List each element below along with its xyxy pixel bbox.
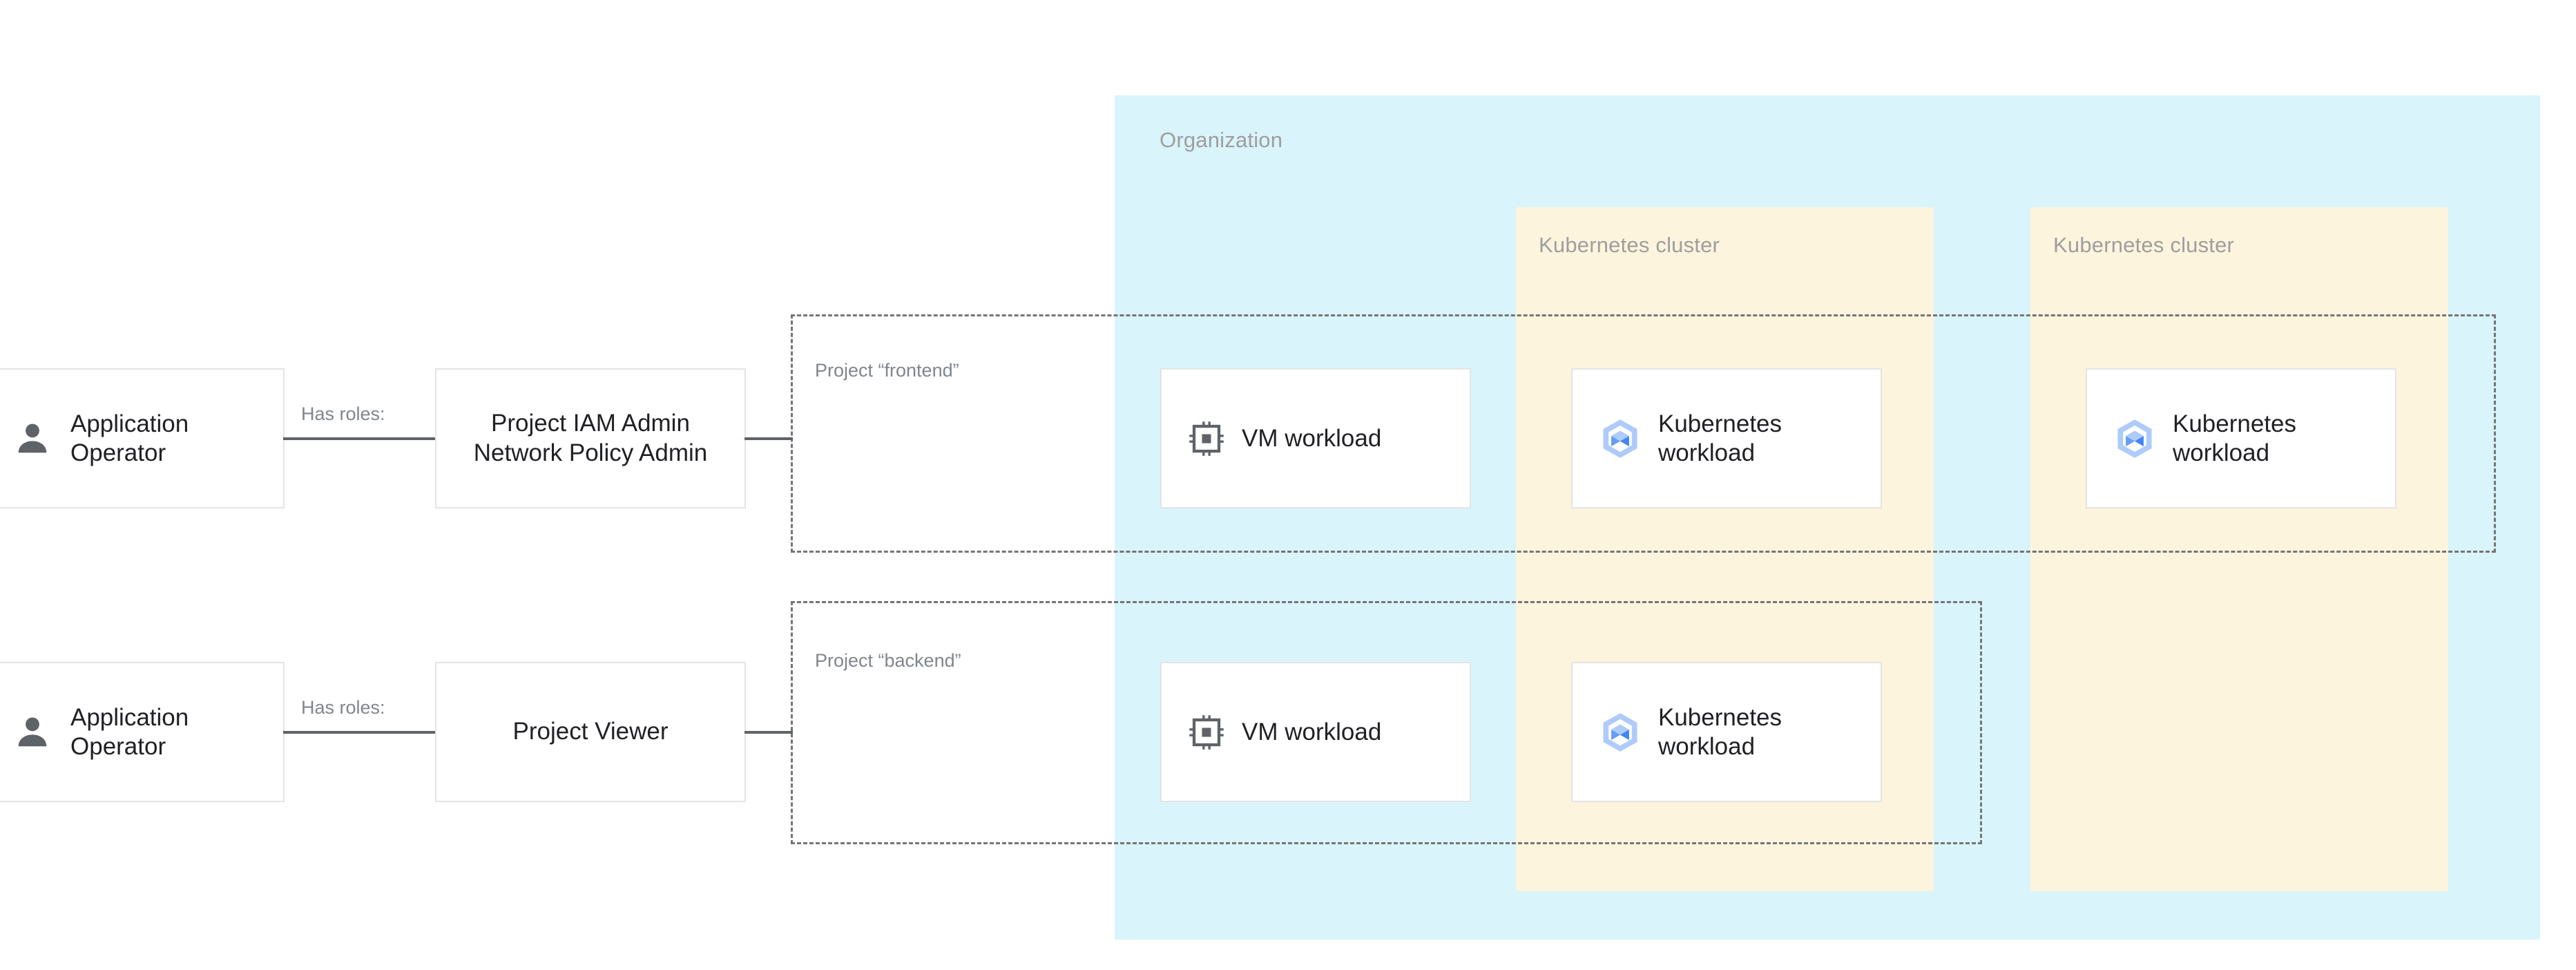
role-card-row-2[interactable]: Project Viewer: [435, 662, 746, 802]
connector-role-to-project-row-2: [744, 731, 793, 734]
organization-label: Organization: [1160, 128, 1283, 152]
connector-user-to-role-row-2: [283, 731, 436, 734]
person-icon: [18, 423, 47, 453]
person-icon: [18, 716, 47, 746]
user-card-label-row-2: Application Operator: [70, 704, 189, 760]
connector-label-row-1: Has roles:: [301, 403, 385, 424]
cpu-chip-icon: [1189, 421, 1224, 456]
vm-workload-card-frontend[interactable]: VM workload: [1160, 368, 1471, 508]
vm-workload-label-backend: VM workload: [1242, 718, 1382, 745]
kubernetes-workload-label-frontend-cluster1: Kubernetes workload: [1658, 410, 1782, 466]
role-card-label-row-1: Project IAM Admin Network Policy Admin: [473, 409, 708, 466]
kubernetes-workload-card-frontend-cluster2[interactable]: Kubernetes workload: [2086, 368, 2396, 508]
kubernetes-workload-card-backend-cluster1[interactable]: Kubernetes workload: [1571, 662, 1882, 802]
kubernetes-icon: [1603, 419, 1637, 458]
connector-role-to-project-row-1: [744, 437, 793, 440]
user-card-label-row-1: Application Operator: [70, 410, 189, 466]
kubernetes-workload-label-backend-cluster1: Kubernetes workload: [1658, 704, 1782, 760]
kubernetes-workload-card-frontend-cluster1[interactable]: Kubernetes workload: [1571, 368, 1882, 508]
connector-label-row-2: Has roles:: [301, 697, 385, 718]
cpu-chip-icon: [1189, 714, 1224, 750]
user-card-row-2[interactable]: Application Operator: [0, 662, 285, 802]
project-region-frontend: [791, 314, 2496, 553]
role-card-row-1[interactable]: Project IAM Admin Network Policy Admin: [435, 368, 746, 508]
vm-workload-card-backend[interactable]: VM workload: [1160, 662, 1471, 802]
role-card-label-row-2: Project Viewer: [512, 718, 669, 745]
connector-user-to-role-row-1: [283, 437, 436, 440]
project-label-backend: Project “backend”: [815, 650, 961, 671]
project-region-backend: [791, 601, 1982, 844]
kubernetes-cluster-label-2: Kubernetes cluster: [2053, 233, 2235, 257]
kubernetes-cluster-region-2: [2030, 207, 2448, 891]
user-card-row-1[interactable]: Application Operator: [0, 368, 285, 508]
kubernetes-cluster-label-1: Kubernetes cluster: [1539, 233, 1720, 257]
vm-workload-label-frontend: VM workload: [1242, 424, 1382, 452]
project-label-frontend: Project “frontend”: [815, 360, 959, 381]
kubernetes-icon: [2117, 419, 2152, 458]
kubernetes-icon: [1603, 712, 1637, 752]
kubernetes-workload-label-frontend-cluster2: Kubernetes workload: [2173, 410, 2297, 466]
